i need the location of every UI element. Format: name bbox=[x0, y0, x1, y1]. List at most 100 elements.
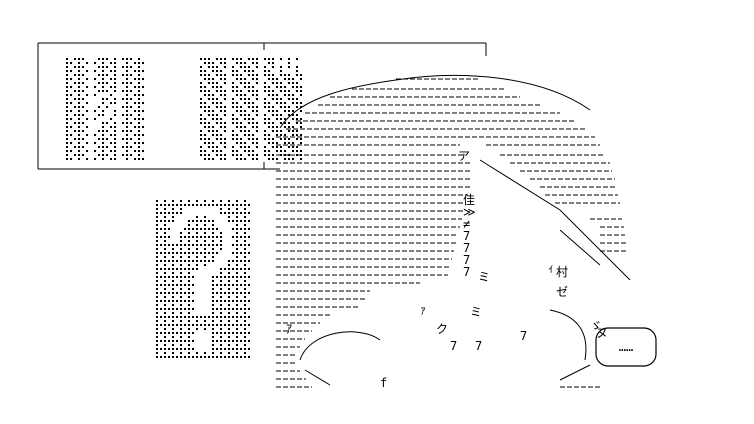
ascii-glyph: ｱ bbox=[286, 322, 292, 336]
ascii-dot bbox=[220, 118, 222, 120]
ascii-dot bbox=[78, 154, 80, 156]
ascii-dot bbox=[292, 134, 294, 136]
ascii-dot bbox=[208, 66, 210, 68]
title-glyph-left bbox=[66, 58, 144, 160]
ascii-dot bbox=[216, 118, 218, 120]
ascii-dot bbox=[196, 264, 198, 266]
ascii-dot bbox=[114, 142, 116, 144]
ascii-dot bbox=[168, 244, 170, 246]
ascii-dot bbox=[192, 276, 194, 278]
ascii-dot bbox=[156, 204, 158, 206]
ascii-dot bbox=[264, 146, 266, 148]
ascii-dot bbox=[236, 78, 238, 80]
ascii-dot bbox=[138, 106, 140, 108]
ascii-dot bbox=[184, 308, 186, 310]
ascii-dot bbox=[236, 70, 238, 72]
ascii-dot bbox=[232, 268, 234, 270]
ascii-dot bbox=[164, 248, 166, 250]
ascii-dot bbox=[168, 220, 170, 222]
ascii-dot bbox=[272, 110, 274, 112]
ascii-dot bbox=[256, 58, 258, 60]
ascii-dot bbox=[244, 200, 246, 202]
ascii-dot bbox=[264, 74, 266, 76]
ascii-dot bbox=[248, 86, 250, 88]
ascii-dot bbox=[86, 102, 88, 104]
ascii-dot bbox=[220, 74, 222, 76]
ascii-dot bbox=[180, 280, 182, 282]
ascii-dot bbox=[264, 118, 266, 120]
ascii-dot bbox=[252, 142, 254, 144]
ascii-dot bbox=[252, 158, 254, 160]
ascii-dot bbox=[220, 142, 222, 144]
ascii-dot bbox=[106, 106, 108, 108]
ascii-dot bbox=[240, 98, 242, 100]
ascii-dot bbox=[212, 312, 214, 314]
ascii-dot bbox=[236, 344, 238, 346]
ascii-dot bbox=[236, 324, 238, 326]
ascii-dot bbox=[212, 94, 214, 96]
ascii-dot bbox=[66, 134, 68, 136]
ascii-dot bbox=[272, 130, 274, 132]
ascii-dot bbox=[216, 348, 218, 350]
ascii-dot bbox=[188, 248, 190, 250]
ascii-dot bbox=[220, 284, 222, 286]
speech-bubble-text: …… bbox=[619, 340, 633, 354]
ascii-dot bbox=[172, 212, 174, 214]
ascii-dot bbox=[232, 86, 234, 88]
ascii-dot bbox=[102, 74, 104, 76]
ascii-dot bbox=[228, 208, 230, 210]
ascii-dot bbox=[244, 212, 246, 214]
ascii-dot bbox=[212, 320, 214, 322]
ascii-dot bbox=[296, 106, 298, 108]
ascii-dot bbox=[160, 236, 162, 238]
ascii-dot bbox=[156, 304, 158, 306]
ascii-dot bbox=[114, 86, 116, 88]
ascii-dot bbox=[78, 98, 80, 100]
ascii-dot bbox=[160, 292, 162, 294]
ascii-dot bbox=[252, 78, 254, 80]
ascii-dot bbox=[208, 110, 210, 112]
ascii-dot bbox=[78, 74, 80, 76]
ascii-dot bbox=[220, 304, 222, 306]
ascii-dot bbox=[110, 62, 112, 64]
ascii-dot bbox=[176, 348, 178, 350]
ascii-dot bbox=[114, 114, 116, 116]
ascii-dot bbox=[212, 66, 214, 68]
ascii-dot bbox=[228, 340, 230, 342]
ascii-dot bbox=[114, 130, 116, 132]
ascii-dot bbox=[272, 98, 274, 100]
ascii-dot bbox=[240, 348, 242, 350]
ascii-dot bbox=[244, 62, 246, 64]
ascii-dot bbox=[204, 86, 206, 88]
ascii-dot bbox=[244, 204, 246, 206]
ascii-dot bbox=[180, 272, 182, 274]
ascii-dot bbox=[216, 82, 218, 84]
ascii-dot bbox=[276, 150, 278, 152]
ascii-dot bbox=[208, 244, 210, 246]
question-mark-glyph bbox=[156, 200, 250, 358]
ascii-dot bbox=[122, 154, 124, 156]
ascii-dot bbox=[160, 316, 162, 318]
ascii-dot bbox=[126, 118, 128, 120]
ascii-dot bbox=[78, 118, 80, 120]
ascii-dot bbox=[236, 106, 238, 108]
ascii-glyph: ｧ bbox=[420, 303, 426, 317]
ascii-dot bbox=[164, 276, 166, 278]
ascii-dot bbox=[216, 90, 218, 92]
ascii-dot bbox=[204, 134, 206, 136]
ascii-dot bbox=[156, 300, 158, 302]
ascii-dot bbox=[216, 292, 218, 294]
ascii-dot bbox=[138, 134, 140, 136]
ascii-dot bbox=[300, 94, 302, 96]
ascii-dot bbox=[228, 352, 230, 354]
ascii-dot bbox=[224, 284, 226, 286]
ascii-dot bbox=[284, 122, 286, 124]
ascii-figure-body bbox=[276, 78, 626, 388]
ascii-dot bbox=[208, 98, 210, 100]
ascii-dot bbox=[156, 288, 158, 290]
ascii-dot bbox=[264, 98, 266, 100]
ascii-dot bbox=[200, 70, 202, 72]
ascii-dot bbox=[220, 90, 222, 92]
ascii-dot bbox=[176, 316, 178, 318]
ascii-dot bbox=[74, 114, 76, 116]
